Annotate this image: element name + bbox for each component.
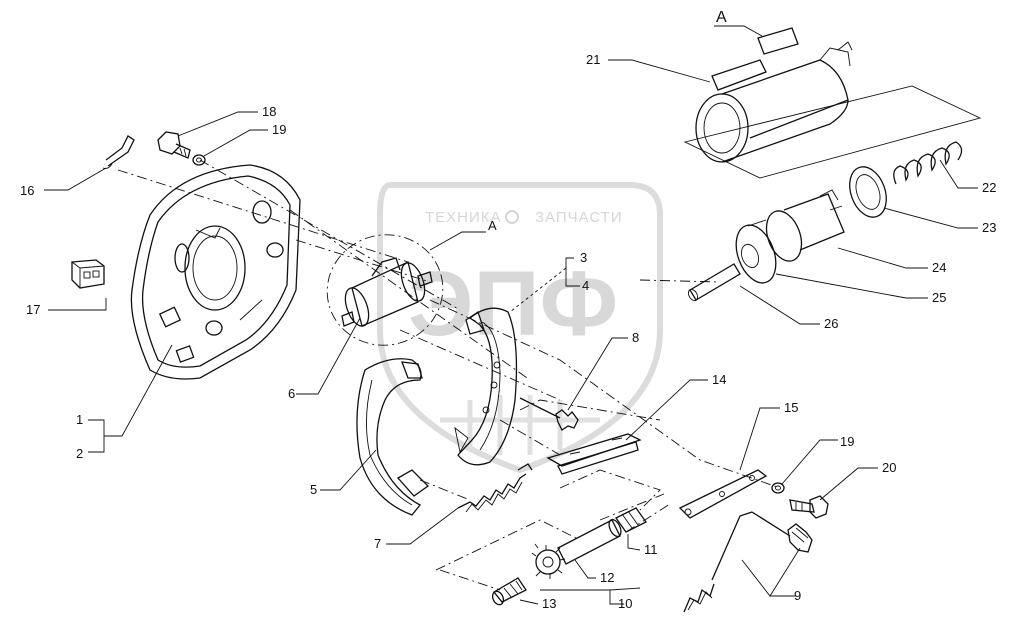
- callout-23: 23: [982, 220, 996, 235]
- callout-21: 21: [586, 52, 600, 67]
- part-24-piston: [765, 189, 845, 262]
- callout-11: 11: [644, 542, 658, 557]
- callout-26: 26: [824, 316, 838, 331]
- callout-3: 3: [580, 250, 587, 265]
- gear-icon: [505, 210, 519, 224]
- detail-a-frame: [683, 85, 982, 179]
- part-15-lever: [678, 469, 768, 519]
- part-9-spring: [683, 511, 813, 613]
- callout-17: 17: [26, 302, 40, 317]
- callout-25: 25: [932, 290, 946, 305]
- watermark-company-right: ЗАПЧАСТИ: [535, 209, 623, 226]
- part-25-boot: [735, 219, 777, 284]
- callout-19-top: 19: [272, 122, 286, 137]
- callout-24: 24: [932, 260, 946, 275]
- part-11-nut: [615, 507, 647, 533]
- callout-15: 15: [784, 400, 798, 415]
- part-23-seal: [849, 166, 887, 218]
- part-21-cylinder-body: [695, 27, 853, 163]
- part-5-brake-shoe: [356, 358, 430, 516]
- callout-5: 5: [310, 482, 317, 497]
- callout-1: 1: [76, 412, 83, 427]
- callout-2: 2: [76, 446, 83, 461]
- part-26-pushrod: [687, 263, 741, 302]
- callout-22: 22: [982, 180, 996, 195]
- callout-13: 13: [542, 596, 556, 611]
- watermark: ТЕХНИКА ЗАПЧАСТИ ЭПФ: [377, 182, 663, 474]
- callout-16: 16: [20, 183, 34, 198]
- callout-18: 18: [262, 104, 276, 119]
- assembly-lines: [117, 159, 781, 591]
- callout-8: 8: [632, 330, 639, 345]
- part-8-spring-pin: [519, 397, 579, 431]
- watermark-logo: ЭПФ: [408, 253, 618, 355]
- view-label-a-main: A: [488, 218, 497, 233]
- part-7-spring: [457, 463, 533, 513]
- watermark-company-left: ТЕХНИКА: [425, 209, 502, 226]
- part-13-screw: [491, 577, 527, 606]
- part-12-adjuster: [531, 518, 622, 579]
- part-18-bolt: [157, 131, 191, 159]
- backing-plate: [130, 164, 301, 380]
- callout-9: 9: [794, 588, 801, 603]
- part-17-block: [71, 259, 105, 289]
- part-6-wheel-cylinder: [326, 234, 444, 346]
- view-label-a-detail: A: [716, 9, 727, 26]
- callout-6: 6: [288, 386, 295, 401]
- part-3-4-brake-shoe: [454, 307, 518, 466]
- part-19-washer-top: [192, 154, 206, 166]
- part-16-clip: [102, 135, 135, 169]
- callout-14: 14: [712, 372, 726, 387]
- callout-7: 7: [374, 536, 381, 551]
- part-20-bolt: [789, 495, 829, 519]
- part-14-plate: [546, 433, 642, 475]
- callout-20: 20: [882, 460, 896, 475]
- callout-19-bottom: 19: [840, 434, 854, 449]
- part-22-spring: [893, 141, 963, 185]
- leaders: [44, 25, 978, 605]
- callout-4: 4: [582, 278, 589, 293]
- callout-labels: A A 16 17 1 2 18 19 6 5 7 3 4 8 14 15 19…: [20, 9, 996, 611]
- callout-12: 12: [600, 570, 614, 585]
- callout-10: 10: [618, 596, 632, 611]
- part-19-washer-bottom: [771, 482, 785, 494]
